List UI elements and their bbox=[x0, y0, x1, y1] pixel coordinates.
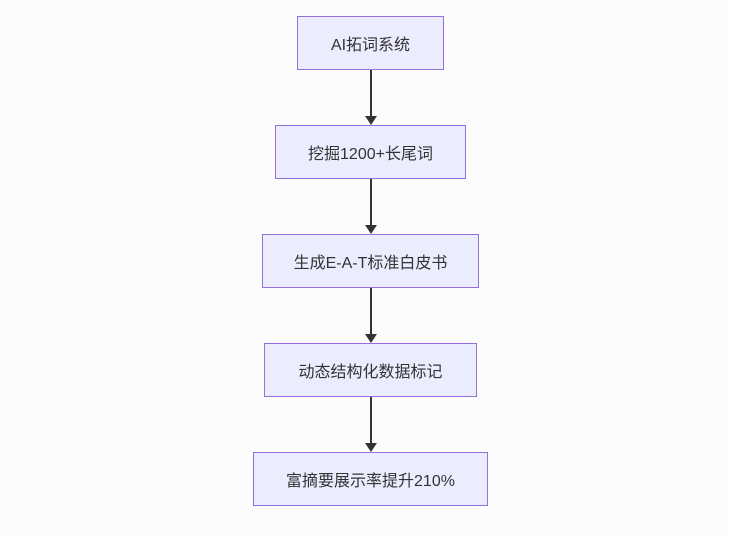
arrow-down-1 bbox=[363, 70, 378, 125]
arrowhead-icon bbox=[364, 443, 377, 452]
node-longtail-keyword-mining: 挖掘1200+长尾词 bbox=[275, 125, 466, 179]
node-rich-snippet-rate-result: 富摘要展示率提升210% bbox=[253, 452, 488, 506]
arrow-line bbox=[369, 179, 372, 225]
arrowhead-icon bbox=[364, 225, 377, 234]
arrow-line bbox=[369, 70, 372, 116]
node-dynamic-structured-data-markup: 动态结构化数据标记 bbox=[264, 343, 477, 397]
arrowhead-icon bbox=[364, 116, 377, 125]
arrow-down-2 bbox=[363, 179, 378, 234]
arrow-down-3 bbox=[363, 288, 378, 343]
node-eat-whitepaper: 生成E-A-T标准白皮书 bbox=[262, 234, 479, 288]
node-ai-expansion-system: AI拓词系统 bbox=[297, 16, 444, 70]
arrow-down-4 bbox=[363, 397, 378, 452]
arrow-line bbox=[369, 397, 372, 443]
arrowhead-icon bbox=[364, 334, 377, 343]
arrow-line bbox=[369, 288, 372, 334]
